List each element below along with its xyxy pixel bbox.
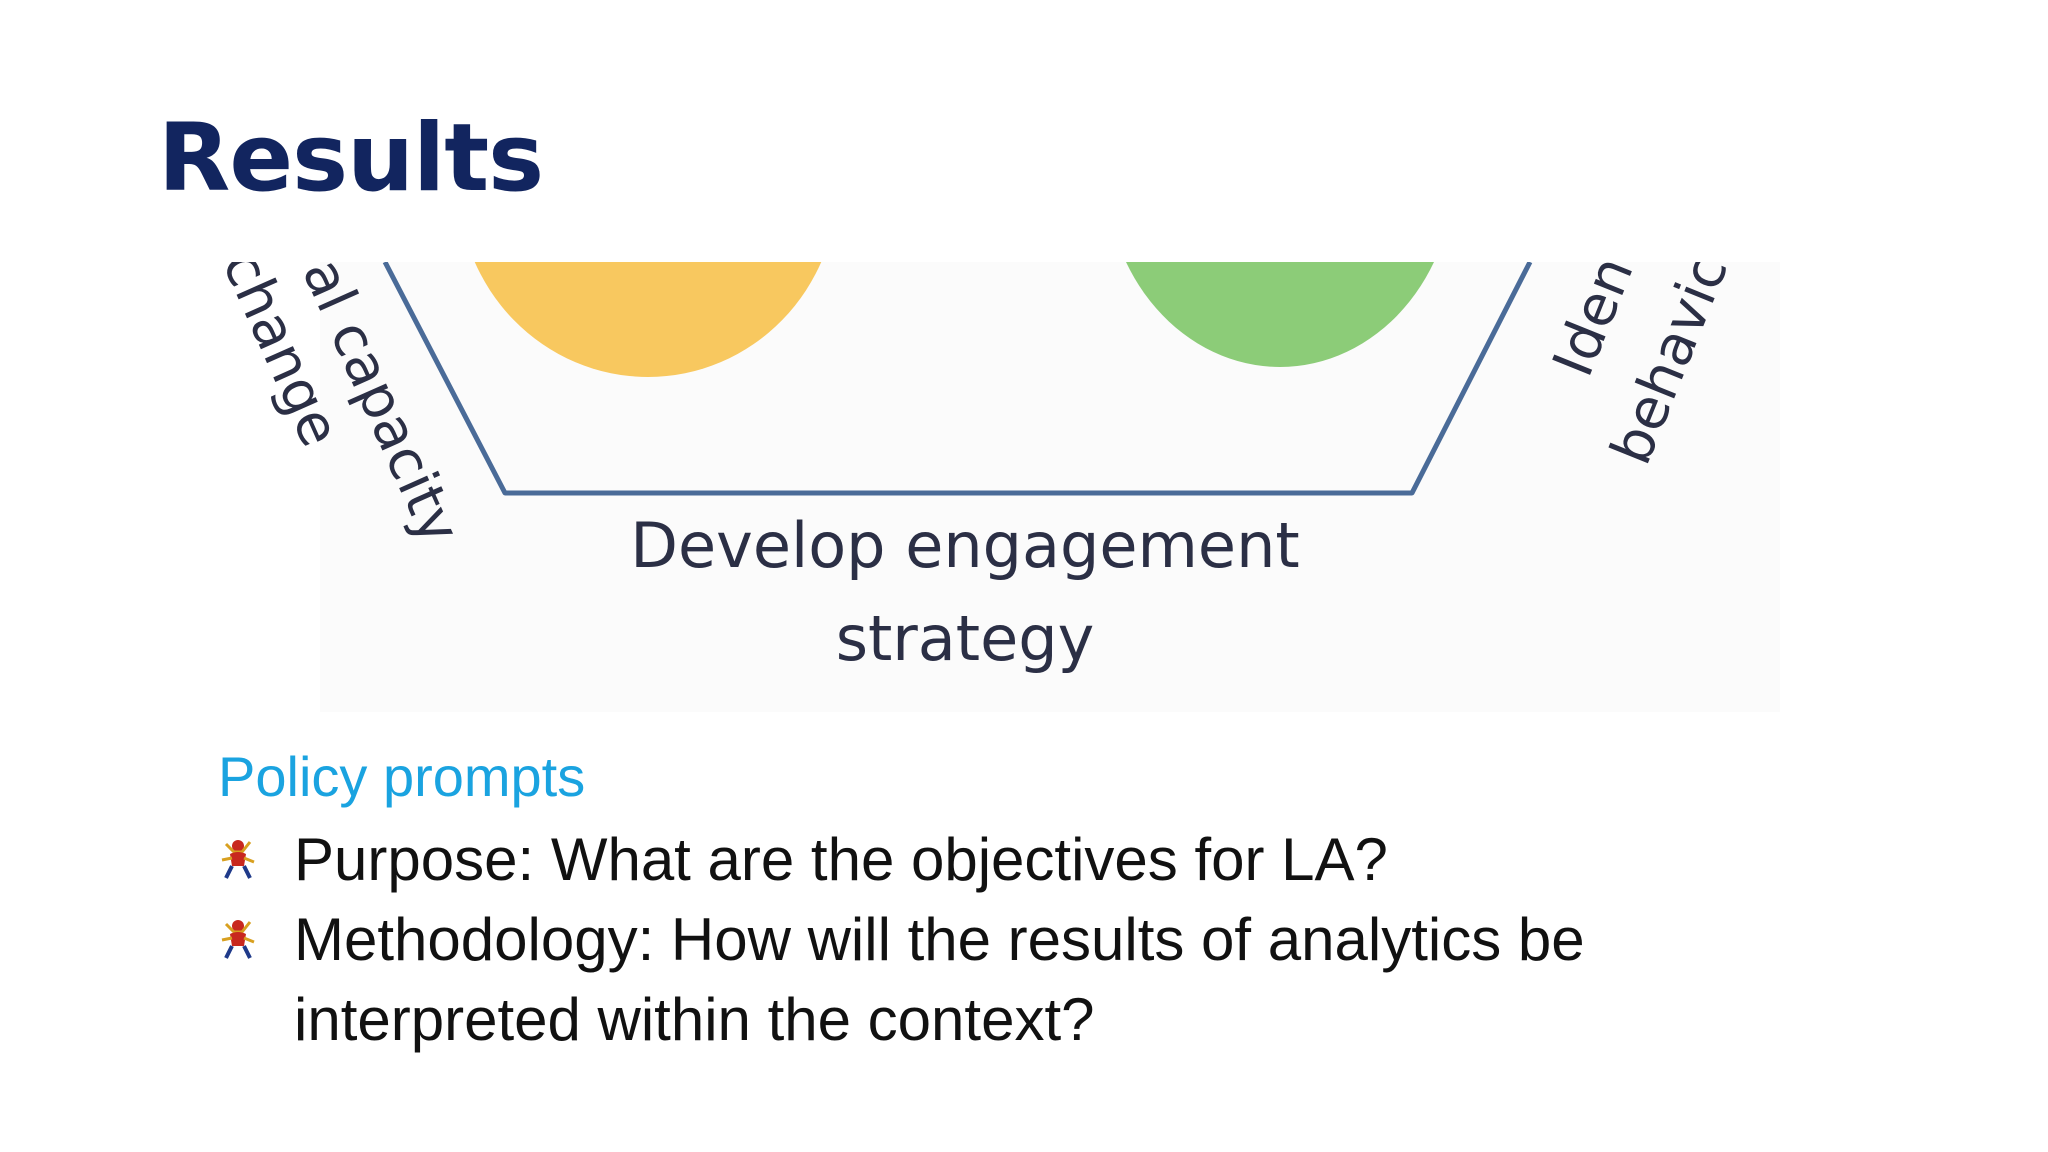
diagram-svg: al capacity change Develop engagement st…: [209, 262, 1780, 712]
bottom-label-line1: Develop engagement: [630, 509, 1299, 582]
prompt-item-text: Methodology: How will the results of ana…: [294, 906, 1585, 1053]
prompt-list: Purpose: What are the objectives for LA?…: [218, 820, 1818, 1060]
figure-bullet-icon: [221, 840, 255, 879]
hexagon-outline: [382, 262, 1533, 496]
figure-bullet-icon: [221, 920, 255, 959]
yellow-circle: [474, 262, 822, 377]
policy-prompts: Policy prompts Purpose: What are the obj…: [218, 740, 1818, 1060]
prompt-item-methodology: Methodology: How will the results of ana…: [218, 900, 1818, 1060]
prompt-item-purpose: Purpose: What are the objectives for LA?: [218, 820, 1818, 900]
green-circle: [1126, 262, 1434, 367]
policy-prompts-heading: Policy prompts: [218, 745, 586, 808]
diagram-image: al capacity change Develop engagement st…: [0, 262, 1860, 712]
prompt-item-text: Purpose: What are the objectives for LA?: [294, 826, 1388, 893]
bottom-label-line2: strategy: [836, 602, 1095, 675]
slide-title: Results: [158, 104, 544, 213]
